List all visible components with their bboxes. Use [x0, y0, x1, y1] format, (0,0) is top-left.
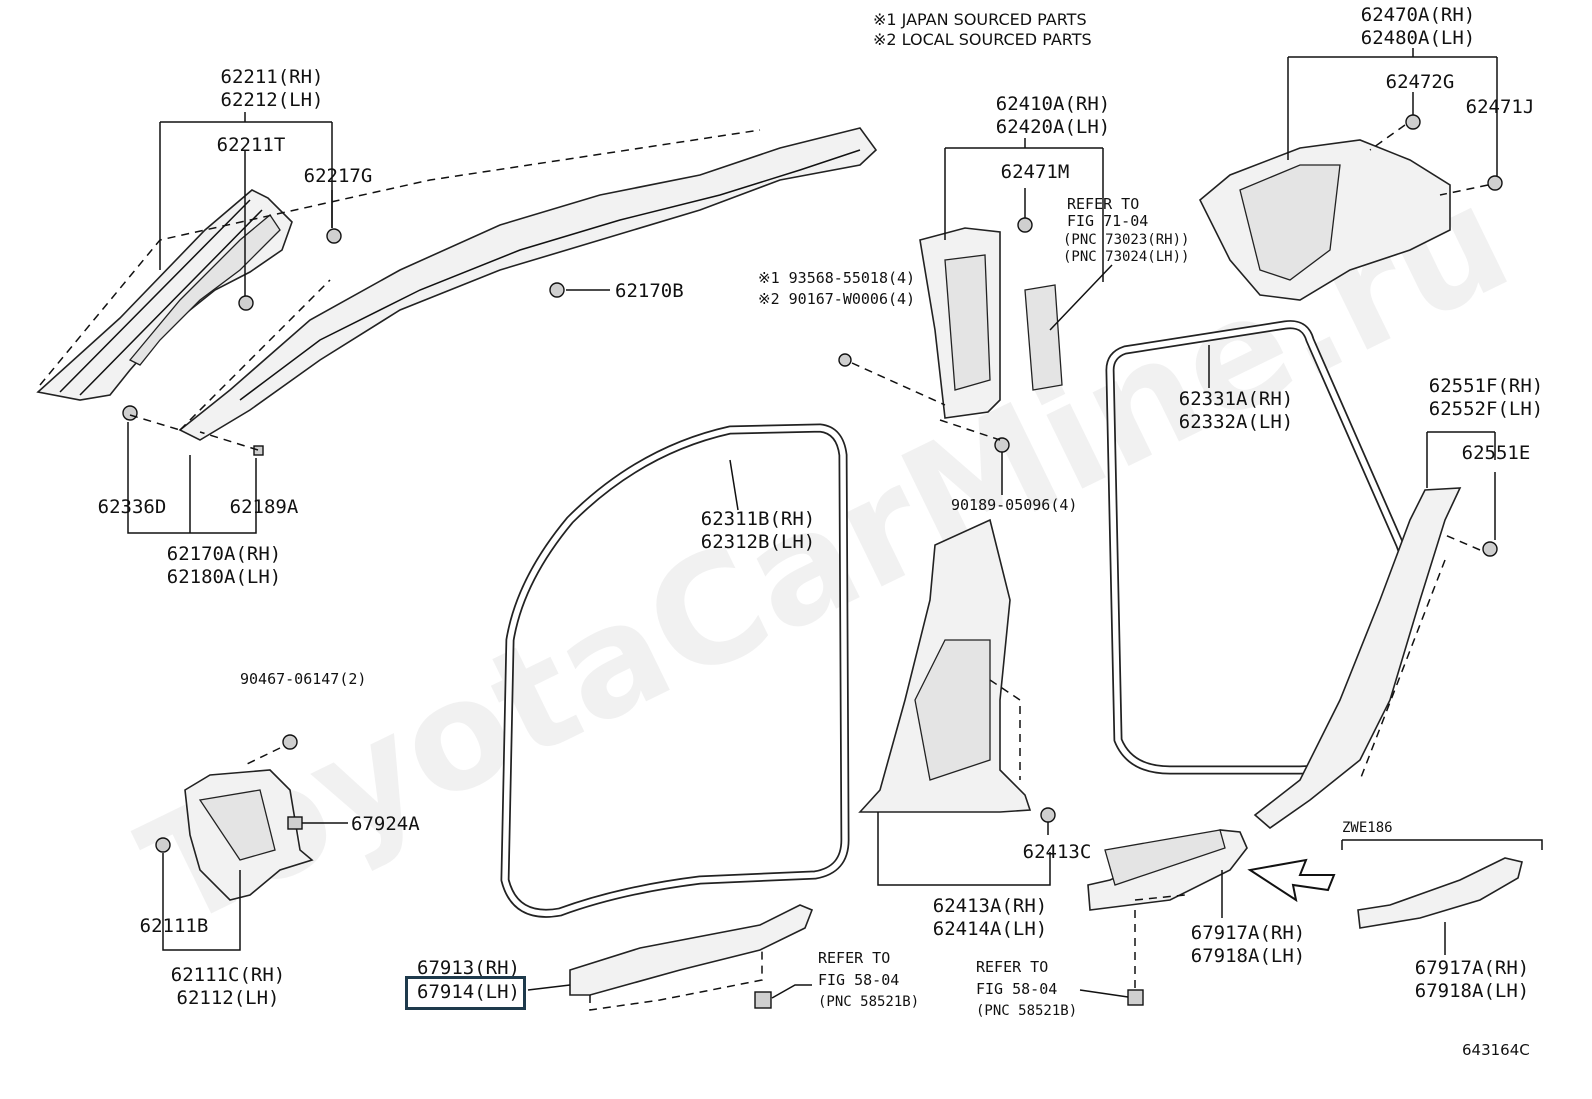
- a-pillar-garnish[interactable]: [36, 189, 293, 401]
- label-62211[interactable]: 62211(RH): [220, 66, 324, 88]
- refer-fig58b-line3[interactable]: (PNC 58521B): [976, 1003, 1078, 1019]
- highlight-67914: [405, 976, 526, 1010]
- label-bolt-japan[interactable]: ※1 93568-55018(4): [758, 269, 916, 287]
- label-62413a[interactable]: 62413A(RH): [932, 895, 1048, 917]
- clip-62551e[interactable]: [1482, 541, 1498, 557]
- label-62471m[interactable]: 62471M: [1000, 161, 1070, 183]
- refer-fig71-line2[interactable]: FIG 71-04: [1067, 212, 1149, 230]
- label-62111c[interactable]: 62111C(RH): [170, 964, 286, 986]
- clip-62170b[interactable]: [549, 282, 565, 298]
- label-62332a[interactable]: 62332A(LH): [1178, 411, 1294, 433]
- label-62410a[interactable]: 62410A(RH): [995, 93, 1111, 115]
- label-62413c[interactable]: 62413C: [1022, 841, 1092, 863]
- refer-fig58a-line3[interactable]: (PNC 58521B): [818, 994, 920, 1010]
- label-62217g[interactable]: 62217G: [303, 165, 373, 187]
- clip-90189[interactable]: [994, 437, 1010, 453]
- label-62211t[interactable]: 62211T: [216, 134, 286, 156]
- label-62551e[interactable]: 62551E: [1461, 442, 1531, 464]
- label-62472g[interactable]: 62472G: [1385, 71, 1455, 93]
- b-pillar-upper[interactable]: [919, 227, 1001, 419]
- label-90467[interactable]: 90467-06147(2): [240, 670, 367, 688]
- label-62331a[interactable]: 62331A(RH): [1178, 388, 1294, 410]
- clip-62336d[interactable]: [122, 405, 138, 421]
- label-62551f[interactable]: 62551F(RH): [1428, 375, 1544, 397]
- label-67917a-a[interactable]: 67917A(RH): [1190, 922, 1306, 944]
- rear-scuff-plate[interactable]: [1087, 829, 1248, 911]
- label-67914[interactable]: 67914(LH): [417, 981, 520, 1003]
- refer-fig71-line1[interactable]: REFER TO: [1067, 195, 1140, 213]
- label-67918a-a[interactable]: 67918A(LH): [1190, 945, 1306, 967]
- label-62414a[interactable]: 62414A(LH): [932, 918, 1048, 940]
- direction-arrow: [1247, 858, 1336, 903]
- label-62420a[interactable]: 62420A(LH): [995, 116, 1111, 138]
- diagram-code: 643164C: [1462, 1041, 1530, 1059]
- seat-belt-anchor[interactable]: [1024, 284, 1063, 391]
- clip-62217g[interactable]: [326, 228, 342, 244]
- label-62471j[interactable]: 62471J: [1465, 96, 1535, 118]
- clip-62471j[interactable]: [1487, 175, 1503, 191]
- label-62170b[interactable]: 62170B: [615, 280, 684, 302]
- clip-62211t[interactable]: [238, 295, 254, 311]
- label-62212[interactable]: 62212(LH): [220, 89, 324, 111]
- label-62336d[interactable]: 62336D: [97, 496, 167, 518]
- scuff-clip-rear[interactable]: [1127, 989, 1144, 1006]
- zwe186-scuff-plate[interactable]: [1357, 857, 1523, 929]
- roof-rail-airbag[interactable]: [178, 127, 878, 441]
- label-bolt-local[interactable]: ※2 90167-W0006(4): [758, 290, 916, 308]
- label-67918a-b[interactable]: 67918A(LH): [1414, 980, 1530, 1002]
- scuff-clip-front[interactable]: [754, 991, 772, 1009]
- clip-62189a[interactable]: [253, 445, 264, 456]
- clip-62413c[interactable]: [1040, 807, 1056, 823]
- refer-fig71-line3[interactable]: (PNC 73023(RH)): [1063, 232, 1190, 248]
- label-62311b[interactable]: 62311B(RH): [700, 508, 816, 530]
- label-62552f[interactable]: 62552F(LH): [1428, 398, 1544, 420]
- refer-fig71-line4[interactable]: (PNC 73024(LH)): [1063, 249, 1190, 265]
- front-door-seal[interactable]: [500, 423, 850, 918]
- label-67917a-b[interactable]: 67917A(RH): [1414, 957, 1530, 979]
- refer-fig58a-line1[interactable]: REFER TO: [818, 949, 891, 967]
- note-local-sourced: ※2 LOCAL SOURCED PARTS: [873, 30, 1092, 49]
- clip-62111b[interactable]: [155, 837, 171, 853]
- cowl-side-trim[interactable]: [184, 769, 314, 901]
- note-japan-sourced: ※1 JAPAN SOURCED PARTS: [873, 10, 1087, 29]
- clip-90467[interactable]: [282, 734, 298, 750]
- label-62111b[interactable]: 62111B: [139, 915, 209, 937]
- refer-fig58b-line1[interactable]: REFER TO: [976, 958, 1049, 976]
- quarter-lower-garnish[interactable]: [1253, 487, 1462, 830]
- clip-67924a[interactable]: [287, 816, 303, 830]
- b-pillar-lower[interactable]: [858, 518, 1032, 813]
- label-62480a[interactable]: 62480A(LH): [1360, 27, 1476, 49]
- refer-fig58b-line2[interactable]: FIG 58-04: [976, 980, 1058, 998]
- refer-fig58a-line2[interactable]: FIG 58-04: [818, 971, 900, 989]
- label-90189[interactable]: 90189-05096(4): [951, 496, 1078, 514]
- label-62112[interactable]: 62112(LH): [176, 987, 280, 1009]
- front-scuff-plate[interactable]: [569, 904, 814, 996]
- label-62180a[interactable]: 62180A(LH): [166, 566, 282, 588]
- label-62470a[interactable]: 62470A(RH): [1360, 4, 1476, 26]
- label-62189a[interactable]: 62189A: [229, 496, 299, 518]
- label-zwe186: ZWE186: [1342, 820, 1393, 836]
- label-62312b[interactable]: 62312B(LH): [700, 531, 816, 553]
- label-67913[interactable]: 67913(RH): [417, 957, 520, 979]
- quarter-garnish[interactable]: [1199, 139, 1451, 301]
- bolt[interactable]: [838, 353, 852, 367]
- clip-62471m[interactable]: [1017, 217, 1033, 233]
- label-62170a[interactable]: 62170A(RH): [166, 543, 282, 565]
- label-67924a[interactable]: 67924A: [351, 813, 420, 835]
- clip-62472g[interactable]: [1405, 114, 1421, 130]
